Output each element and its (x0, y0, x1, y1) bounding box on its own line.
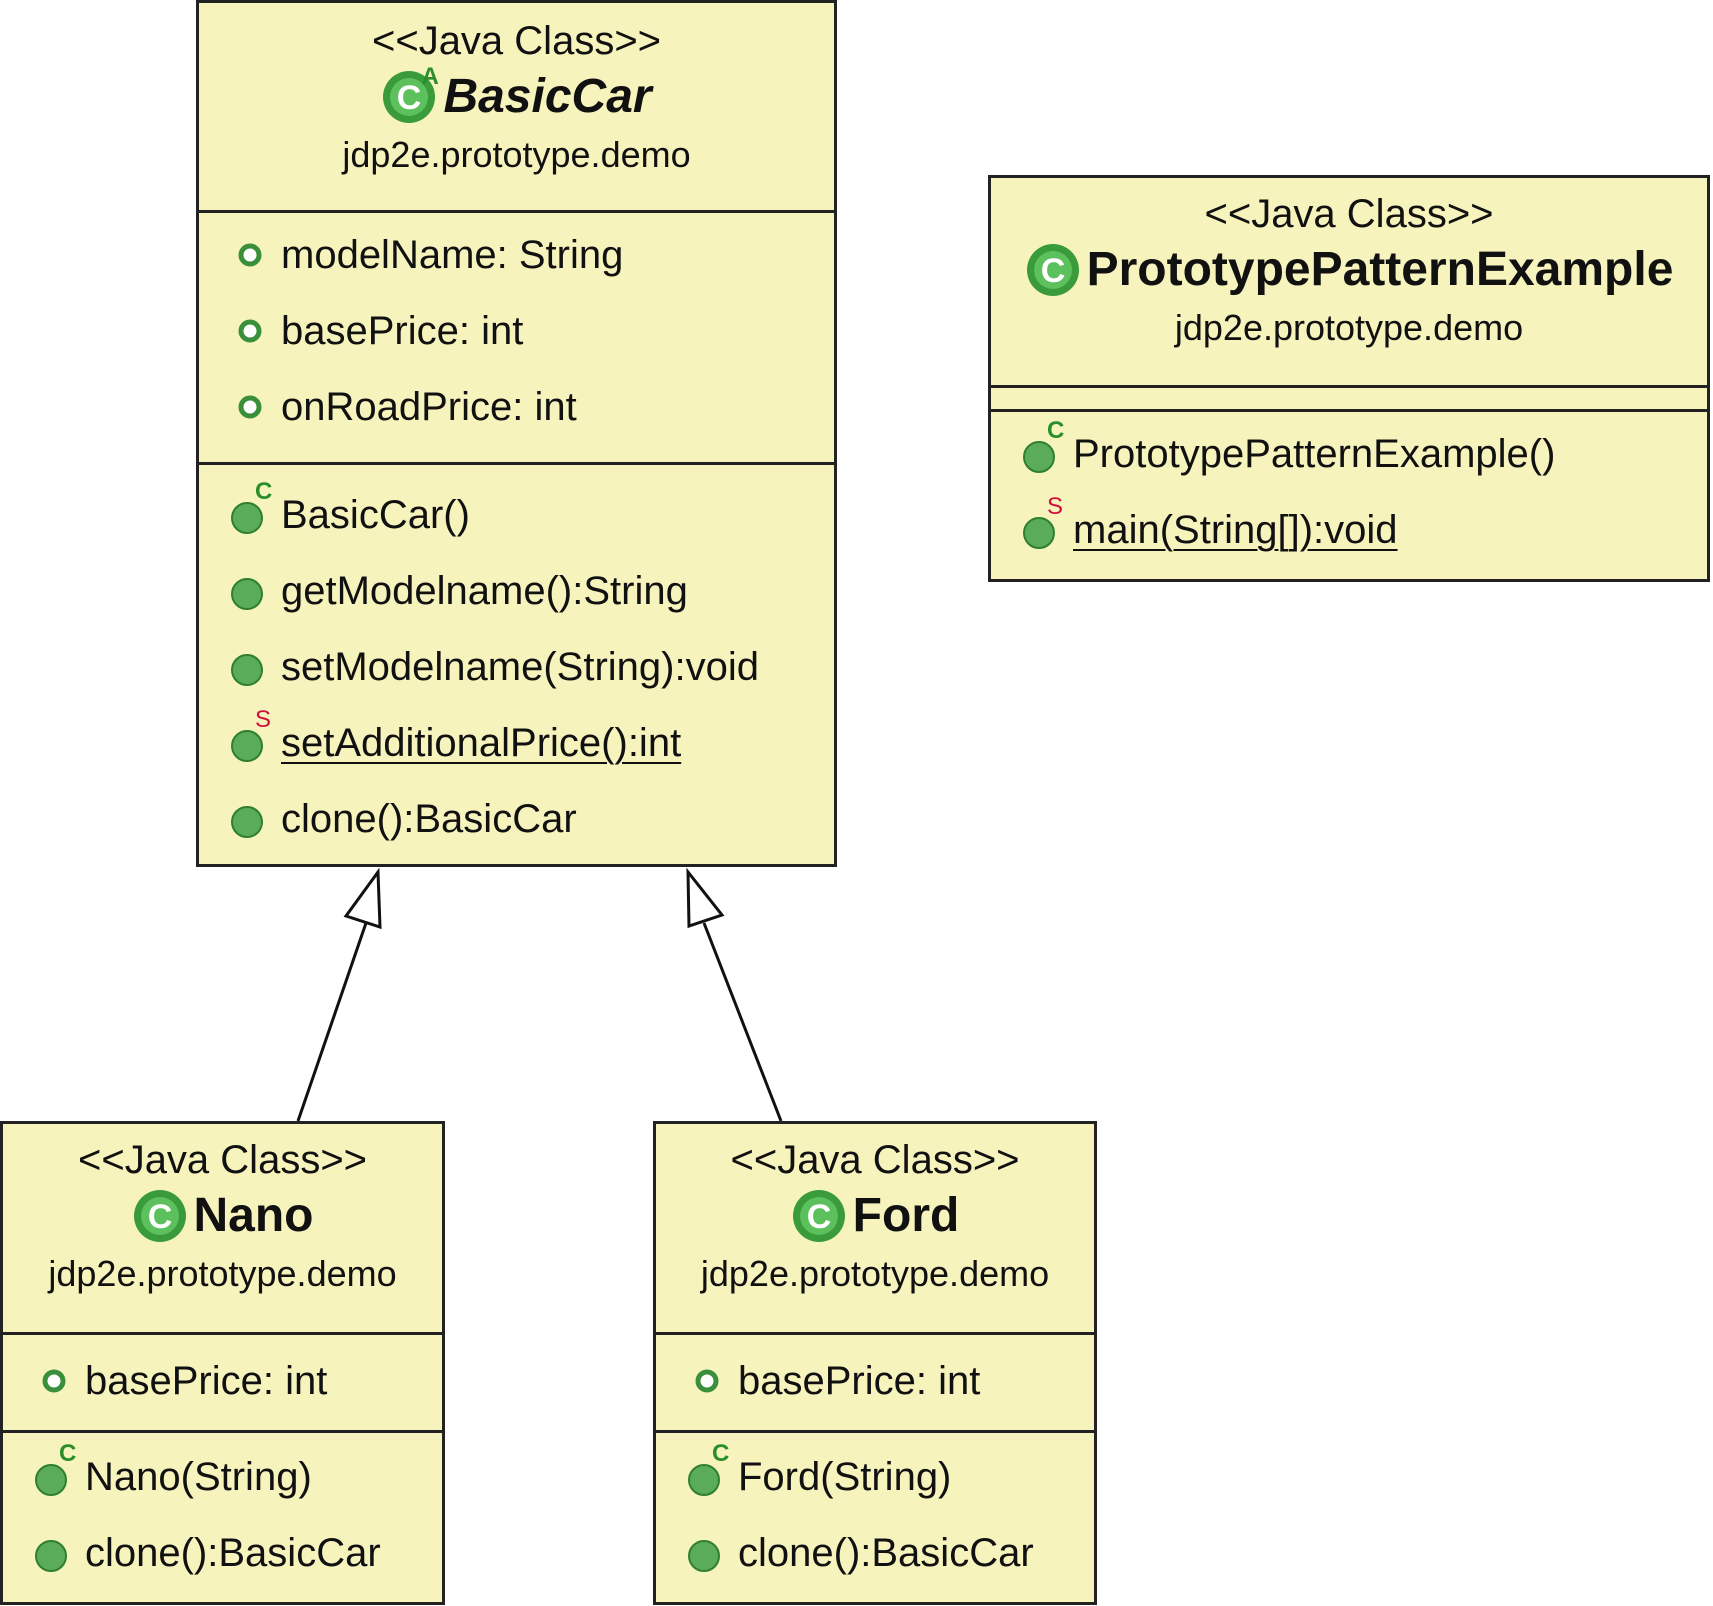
stereotype-label: <<Java Class>> (77, 1138, 368, 1182)
class-ford[interactable]: <<Java Class>> C Ford jdp2e.prototype.de… (653, 1121, 1097, 1605)
method-icon (33, 1532, 75, 1574)
abstract-marker: A (421, 63, 439, 90)
generalization-nano-to-basiccar (296, 867, 382, 1122)
field-row[interactable]: basePrice: int (656, 1343, 1094, 1419)
package-name: jdp2e.prototype.demo (48, 1253, 397, 1294)
static-method-icon: S (229, 708, 271, 764)
class-name: Nano (193, 1189, 314, 1242)
constructor-badge: C (1047, 417, 1065, 444)
class-icon: C (1025, 242, 1081, 298)
field-icon (229, 234, 271, 276)
method-row[interactable]: C Nano(String) (3, 1439, 442, 1515)
class-nano[interactable]: <<Java Class>> C Nano jdp2e.prototype.de… (0, 1121, 445, 1605)
class-header: <<Java Class>> C A BasicCar jdp2e.protot… (199, 3, 834, 213)
fields-section: modelName: String basePrice: int onRoadP… (199, 213, 834, 465)
svg-text:C: C (147, 1198, 172, 1236)
method-icon (229, 646, 271, 688)
package-name: jdp2e.prototype.demo (342, 134, 691, 175)
svg-text:C: C (397, 79, 422, 117)
constructor-icon: C (686, 1442, 729, 1498)
methods-section: C PrototypePatternExample() S main(Strin… (991, 412, 1707, 568)
method-icon (686, 1532, 728, 1574)
class-name: PrototypePatternExample (1086, 243, 1674, 296)
stereotype-label: <<Java Class>> (730, 1138, 1020, 1182)
method-row[interactable]: clone():BasicCar (199, 781, 834, 857)
svg-text:C: C (806, 1198, 831, 1236)
generalization-ford-to-basiccar (686, 867, 783, 1122)
field-row[interactable]: basePrice: int (3, 1343, 442, 1419)
constructor-badge: C (59, 1440, 77, 1467)
method-icon (229, 798, 271, 840)
static-badge: S (255, 706, 272, 733)
stereotype-label: <<Java Class>> (1204, 192, 1494, 236)
class-header: <<Java Class>> C Ford jdp2e.prototype.de… (656, 1124, 1094, 1335)
method-row[interactable]: clone():BasicCar (656, 1515, 1094, 1591)
constructor-badge: C (712, 1440, 730, 1467)
field-row[interactable]: basePrice: int (199, 293, 834, 369)
abstract-class-icon: C A (381, 63, 439, 125)
fields-section: basePrice: int (656, 1335, 1094, 1433)
field-icon (229, 386, 271, 428)
method-row[interactable]: S setAdditionalPrice():int (199, 705, 834, 781)
field-row[interactable]: modelName: String (199, 217, 834, 293)
package-name: jdp2e.prototype.demo (700, 1253, 1050, 1294)
method-row[interactable]: C PrototypePatternExample() (991, 416, 1707, 492)
method-row[interactable]: clone():BasicCar (3, 1515, 442, 1591)
field-icon (229, 310, 271, 352)
methods-section: C Nano(String) clone():BasicCar (3, 1433, 442, 1591)
methods-section: C BasicCar() getModelname():String setMo… (199, 465, 834, 857)
static-method-icon: S (1021, 495, 1063, 551)
fields-section-empty (991, 388, 1707, 412)
constructor-icon: C (1021, 419, 1064, 475)
static-badge: S (1047, 493, 1064, 520)
method-row[interactable]: S main(String[]):void (991, 492, 1707, 568)
field-icon (33, 1360, 75, 1402)
class-icon: C (791, 1188, 847, 1244)
package-name: jdp2e.prototype.demo (1174, 307, 1524, 348)
class-basiccar[interactable]: <<Java Class>> C A BasicCar jdp2e.protot… (196, 0, 837, 867)
field-row[interactable]: onRoadPrice: int (199, 369, 834, 445)
methods-section: C Ford(String) clone():BasicCar (656, 1433, 1094, 1591)
class-header: <<Java Class>> C Nano jdp2e.prototype.de… (3, 1124, 442, 1335)
svg-text:C: C (1040, 252, 1065, 290)
field-icon (686, 1360, 728, 1402)
method-row[interactable]: getModelname():String (199, 553, 834, 629)
fields-section: basePrice: int (3, 1335, 442, 1433)
method-row[interactable]: setModelname(String):void (199, 629, 834, 705)
constructor-badge: C (255, 478, 273, 505)
method-icon (229, 570, 271, 612)
class-name: BasicCar (443, 70, 652, 123)
class-icon: C (132, 1188, 188, 1244)
constructor-icon: C (33, 1442, 76, 1498)
method-row[interactable]: C Ford(String) (656, 1439, 1094, 1515)
constructor-icon: C (229, 480, 272, 536)
class-header: <<Java Class>> C PrototypePatternExample… (991, 178, 1707, 388)
method-row[interactable]: C BasicCar() (199, 477, 834, 553)
class-name: Ford (852, 1189, 960, 1242)
stereotype-label: <<Java Class>> (371, 19, 662, 63)
class-prototypepatternexample[interactable]: <<Java Class>> C PrototypePatternExample… (988, 175, 1710, 582)
